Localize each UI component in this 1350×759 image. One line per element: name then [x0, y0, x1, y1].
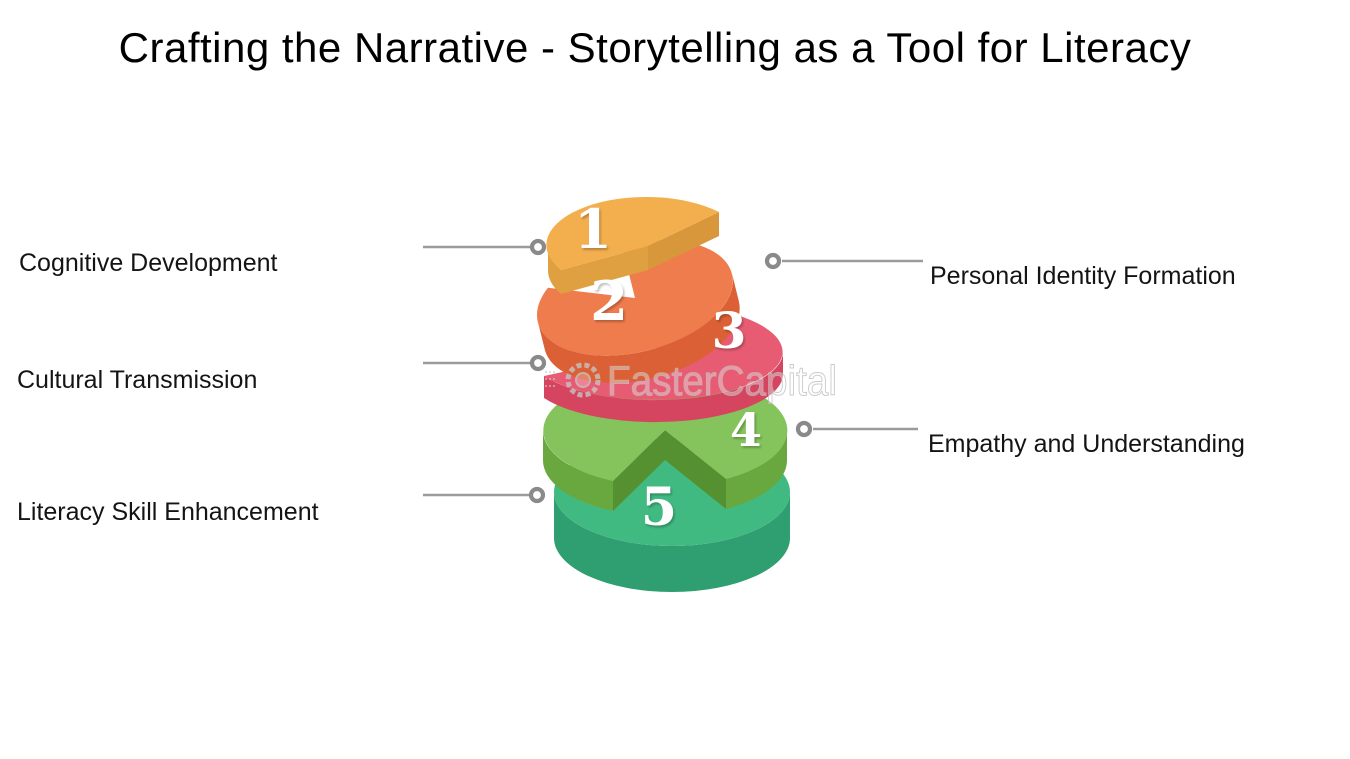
level-4-side-right	[726, 430, 788, 509]
level-1-side	[547, 246, 561, 294]
label-personal-identity-formation: Personal Identity Formation	[930, 262, 1236, 290]
level-3-number: 3	[712, 301, 747, 360]
watermark: FasterCapital	[545, 357, 838, 405]
page-title: Crafting the Narrative - Storytelling as…	[118, 24, 1192, 71]
connector-dot-level-1	[529, 238, 547, 256]
level-1-cut-wall-left	[561, 246, 648, 294]
connector-dots	[528, 238, 813, 504]
level-4-number: 4	[730, 403, 762, 457]
connector-dot-level-4	[795, 420, 813, 438]
label-literacy-skill-enhancement: Literacy Skill Enhancement	[17, 498, 319, 526]
level-4-notch-wall-right	[665, 430, 726, 509]
level-4-notch-wall-left	[613, 430, 665, 511]
level-5-number: 5	[641, 477, 677, 538]
label-cognitive-development: Cognitive Development	[19, 249, 278, 277]
level-2-number: 2	[590, 269, 628, 333]
label-empathy-and-understanding: Empathy and Understanding	[928, 430, 1245, 458]
level-2-side	[537, 273, 740, 383]
level-2-slice	[537, 240, 740, 383]
level-1-top	[546, 196, 719, 270]
label-cultural-transmission: Cultural Transmission	[17, 366, 258, 394]
level-1-cut-wall-right	[648, 212, 719, 270]
gear-icon-hub	[575, 372, 591, 388]
connector-dot-level-5	[528, 486, 546, 504]
level-2-top	[537, 240, 733, 356]
connector-dot-level-2	[764, 252, 782, 270]
level-3-side	[544, 352, 784, 423]
connector-dot-level-3	[529, 354, 547, 372]
level-5-side	[554, 492, 790, 592]
level-1-number: 1	[574, 197, 612, 261]
connector-lines	[423, 245, 923, 497]
level-4-side-left	[542, 430, 613, 511]
gear-icon	[565, 362, 601, 398]
watermark-text: FasterCapital	[607, 357, 837, 404]
level-1-slice	[546, 196, 719, 294]
